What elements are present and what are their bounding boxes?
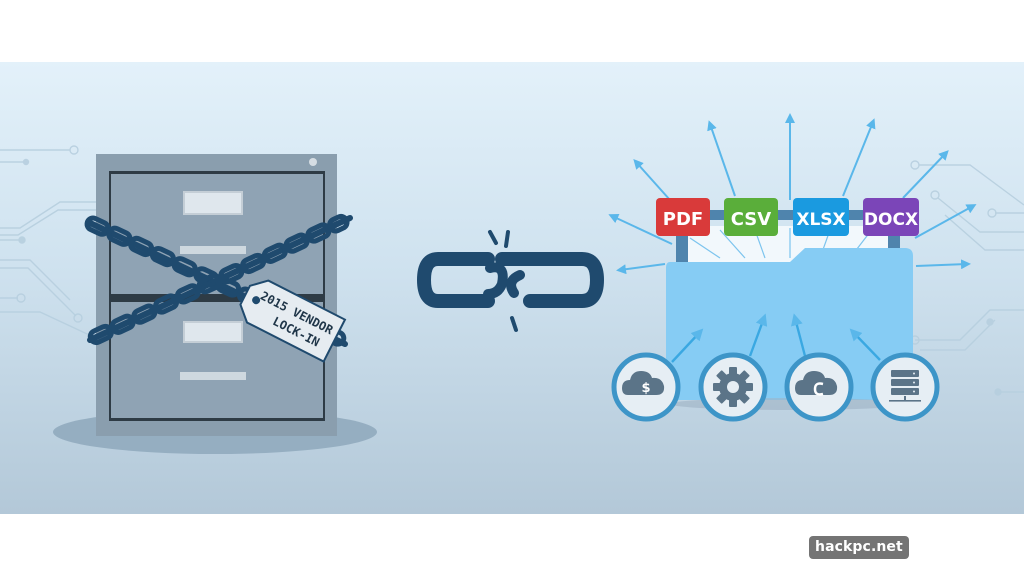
drawer-label-top xyxy=(183,191,243,215)
format-badge-pdf: PDF xyxy=(656,198,710,236)
service-server xyxy=(870,352,940,422)
cloud-sync-icon xyxy=(795,371,838,395)
lock-in-tag: 2015 VENDOR LOCK-IN xyxy=(239,279,347,363)
import-arrows xyxy=(671,313,881,363)
export-arrows xyxy=(608,113,977,275)
drawer-handle-bottom xyxy=(180,372,246,380)
filing-cabinet xyxy=(96,154,337,436)
drawer-label-bottom xyxy=(183,321,243,343)
format-badge-docx: DOCX xyxy=(863,198,919,236)
service-cloud-sync xyxy=(784,352,854,422)
service-gear xyxy=(698,352,768,422)
cloud-dollar-icon xyxy=(622,371,665,395)
svg-text:DOCX: DOCX xyxy=(864,210,918,230)
circuit-lines-right xyxy=(910,160,1024,396)
circuit-lines-left xyxy=(0,145,101,341)
svg-text:$: $ xyxy=(641,381,650,396)
gear-icon xyxy=(713,367,753,407)
service-cloud-dollar: $ xyxy=(611,352,681,422)
svg-text:CSV: CSV xyxy=(731,209,772,230)
drawer-handle-top xyxy=(180,246,246,254)
svg-text:XLSX: XLSX xyxy=(796,210,845,230)
broken-chain-icon xyxy=(416,230,605,332)
server-icon xyxy=(889,370,921,402)
watermark-badge: hackpc.net xyxy=(809,536,909,559)
format-badge-csv: CSV xyxy=(724,198,778,236)
svg-text:PDF: PDF xyxy=(663,209,703,230)
format-badge-xlsx: XLSX xyxy=(793,198,849,236)
